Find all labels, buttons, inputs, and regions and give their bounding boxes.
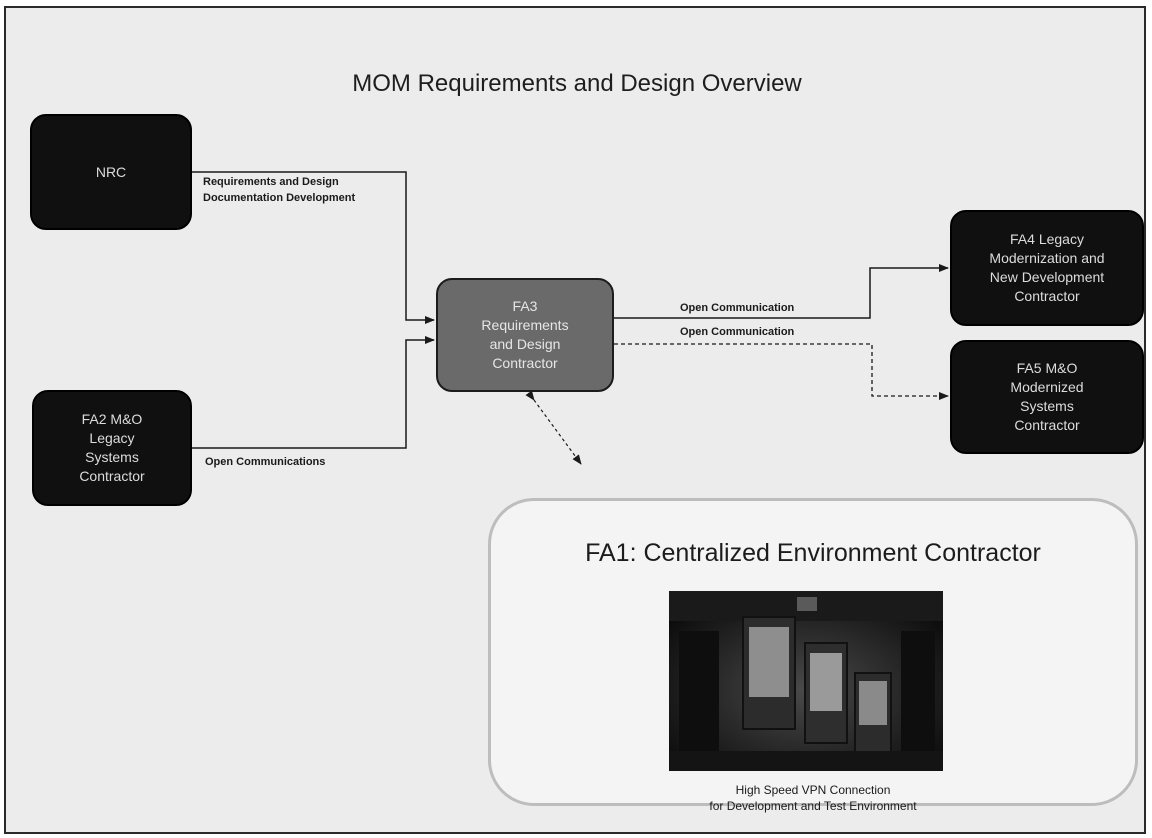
node-nrc: NRC (30, 114, 192, 230)
fa1-title: FA1: Centralized Environment Contractor (585, 539, 1041, 567)
edge-fa3-fa4 (605, 264, 949, 322)
diagram-frame: MOM Requirements and Design Overview NRC… (4, 6, 1146, 834)
connector-lines (183, 168, 949, 465)
server-room-image (669, 591, 943, 771)
label-nrc-fa3: Requirements and Design Documentation De… (203, 176, 356, 204)
node-fa2: FA2 M&O Legacy Systems Contractor (32, 390, 192, 506)
edge-fa3-fa1 (525, 390, 582, 465)
node-fa3: FA3 Requirements and Design Contractor (436, 278, 614, 392)
label-fa3-fa4: Open Communication (680, 302, 795, 314)
node-fa4: FA4 Legacy Modernization and New Develop… (950, 210, 1144, 326)
label-fa3-fa2: Open Communications (205, 456, 326, 468)
label-fa3-fa5: Open Communication (680, 326, 795, 338)
fa1-caption: High Speed VPN Connection for Developmen… (709, 783, 917, 813)
node-fa1: FA1: Centralized Environment Contractor … (488, 498, 1138, 813)
edge-fa3-fa5 (605, 340, 949, 400)
edge-fa2-fa3 (183, 336, 435, 452)
node-fa5: FA5 M&O Modernized Systems Contractor (950, 340, 1144, 454)
diagram-title: MOM Requirements and Design Overview (352, 70, 802, 97)
edge-nrc-fa3 (183, 168, 435, 324)
